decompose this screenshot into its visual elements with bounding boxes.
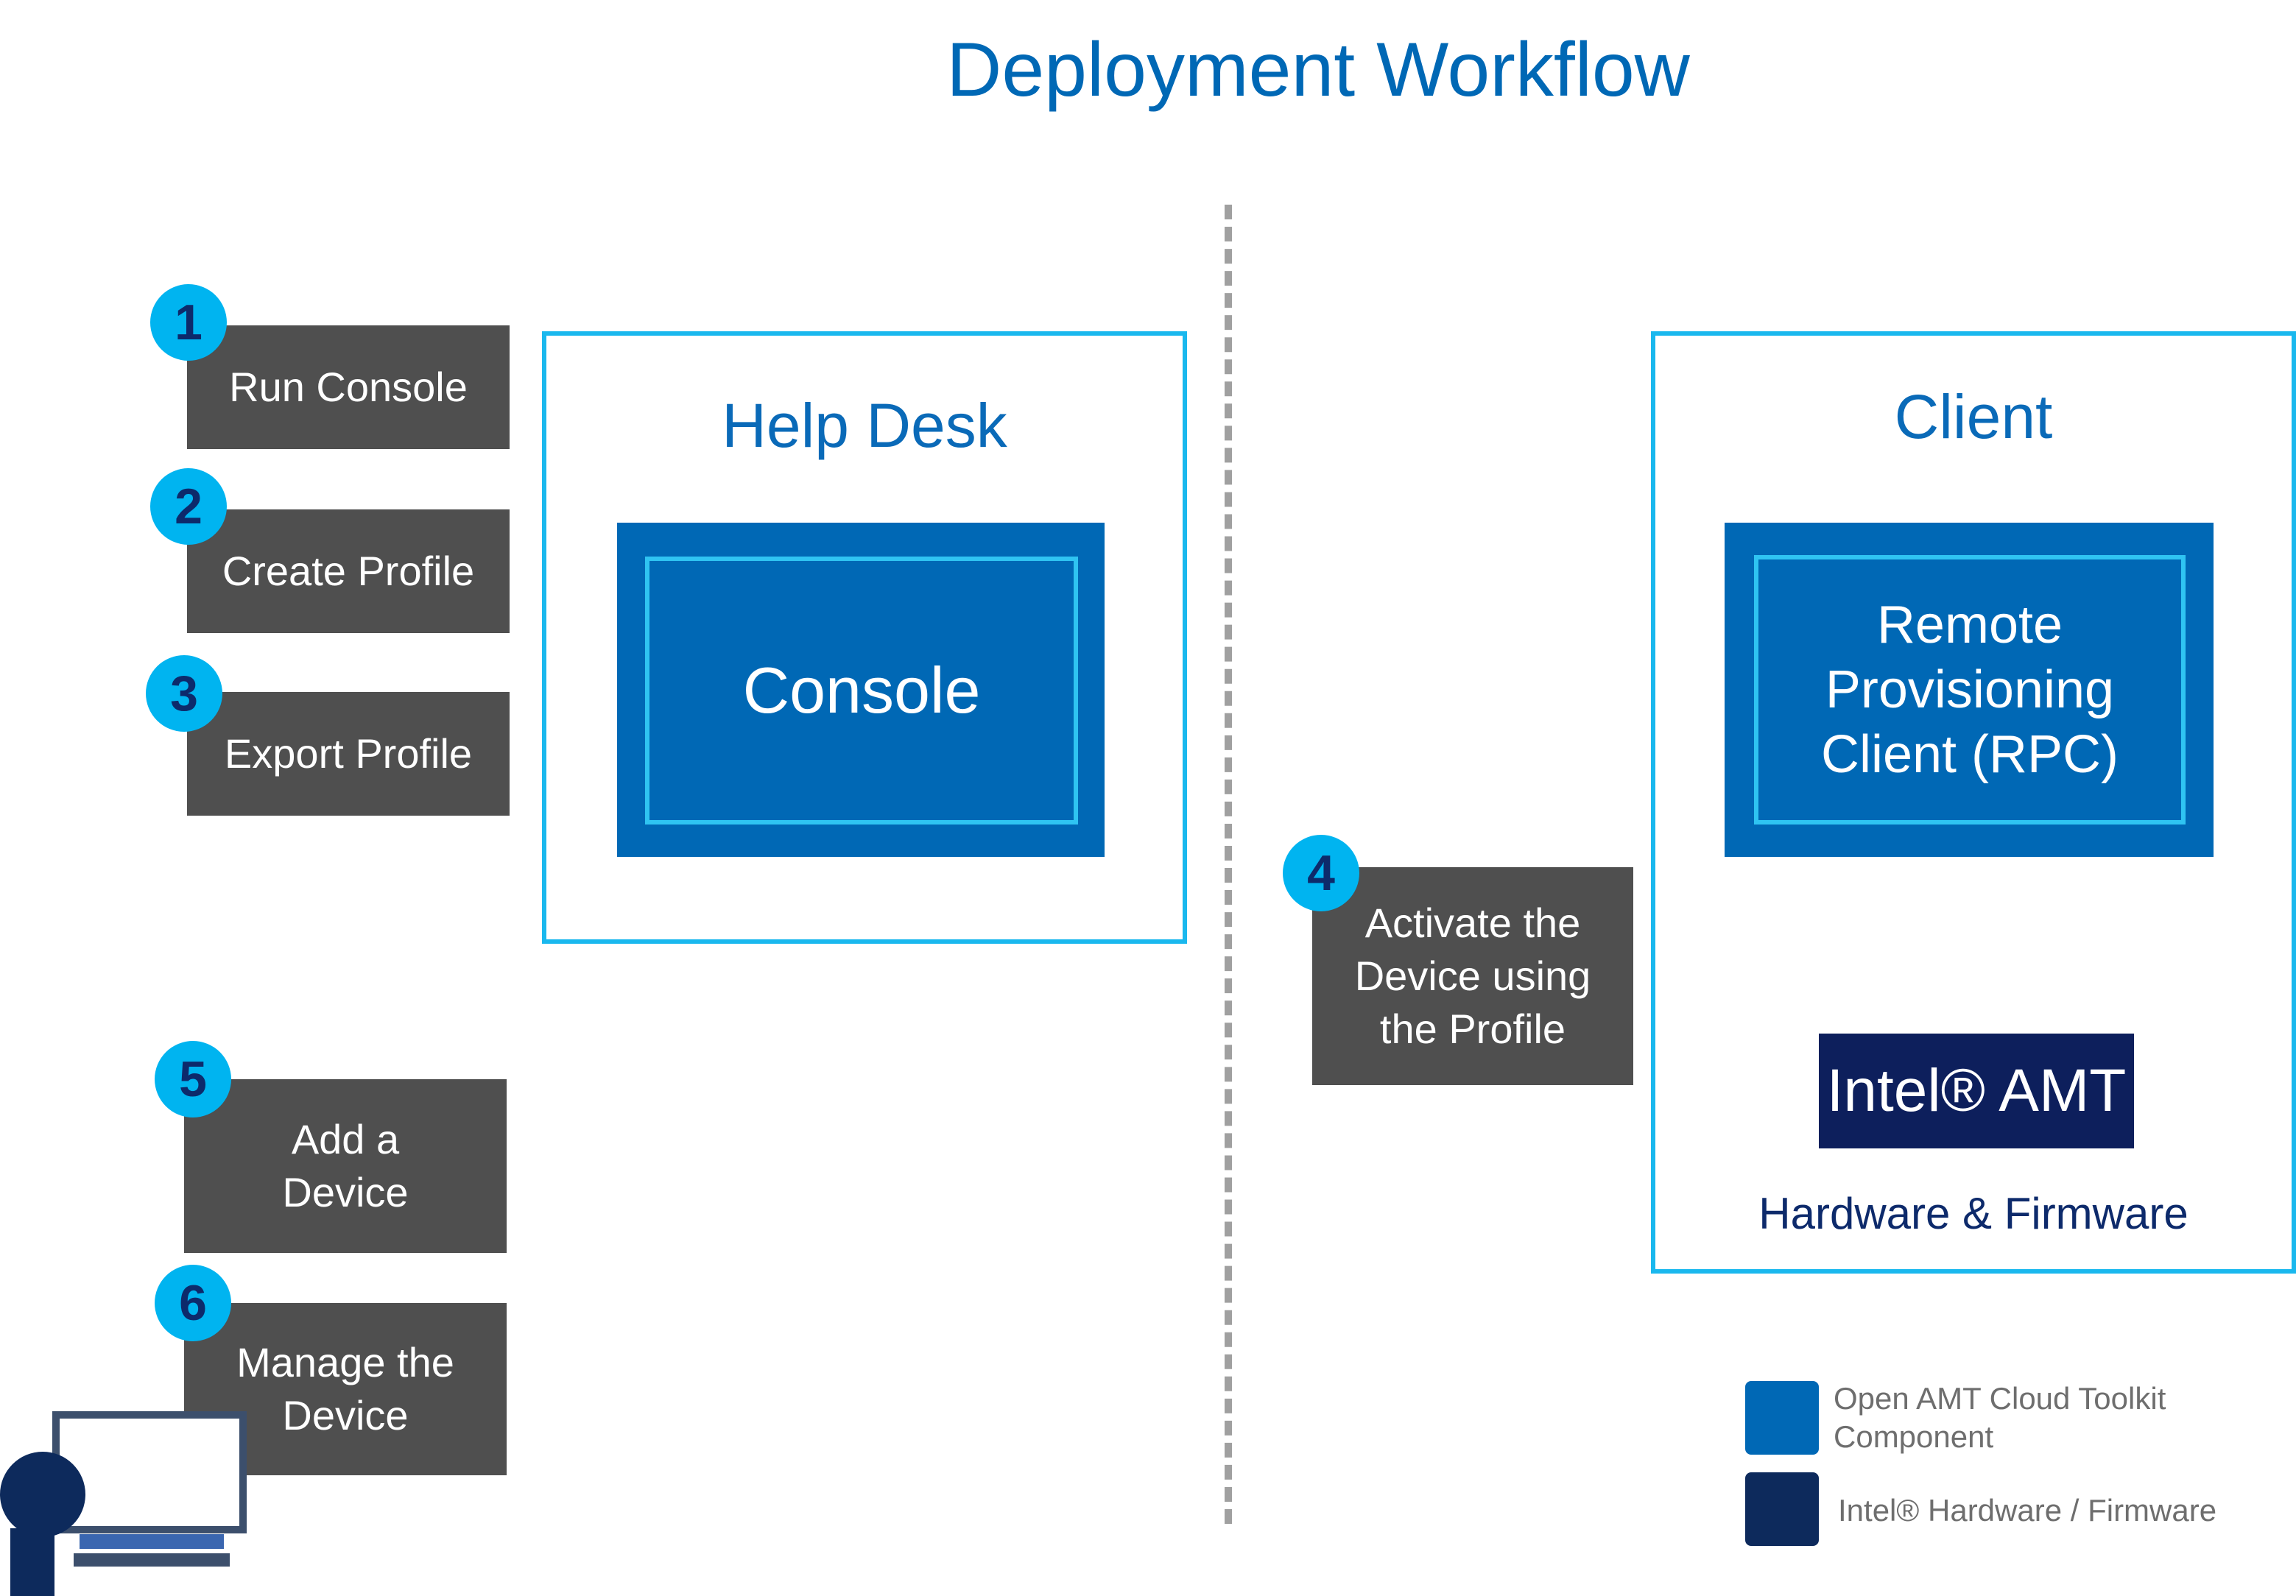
step-badge-6: 6 bbox=[155, 1265, 231, 1341]
rpc-component bbox=[1725, 523, 2214, 857]
dashed-divider bbox=[1225, 205, 1232, 1524]
diagram-title: Deployment Workflow bbox=[946, 27, 1690, 113]
step-box-export-profile: Export Profile bbox=[187, 692, 510, 816]
step-badge-5: 5 bbox=[155, 1041, 231, 1117]
legend-label-toolkit: Open AMT Cloud Toolkit Component bbox=[1834, 1381, 2166, 1454]
client-title: Client bbox=[1894, 382, 2053, 451]
console-label: Console bbox=[645, 557, 1078, 825]
step-badge-4: 4 bbox=[1283, 835, 1359, 911]
user-computer-icon bbox=[0, 1411, 247, 1596]
step-badge-2: 2 bbox=[150, 468, 227, 545]
legend-swatch-toolkit bbox=[1745, 1381, 1819, 1455]
step-badge-1: 1 bbox=[150, 284, 227, 361]
legend-swatch-intel bbox=[1745, 1472, 1819, 1546]
client-frame bbox=[1651, 331, 2296, 1274]
help-desk-title: Help Desk bbox=[722, 391, 1007, 460]
intel-amt-box: Intel® AMT bbox=[1819, 1034, 2134, 1148]
rpc-label: Remote Provisioning Client (RPC) bbox=[1754, 555, 2186, 825]
step-box-create-profile: Create Profile bbox=[187, 509, 510, 633]
legend-label-intel: Intel® Hardware / Firmware bbox=[1838, 1493, 2217, 1528]
help-desk-frame bbox=[542, 331, 1187, 944]
step-box-add-device: Add a Device bbox=[184, 1079, 507, 1253]
step-box-run-console: Run Console bbox=[187, 325, 510, 449]
console-component bbox=[617, 523, 1105, 857]
step-box-activate-device: Activate the Device using the Profile bbox=[1312, 867, 1633, 1085]
step-badge-3: 3 bbox=[146, 655, 222, 732]
hardware-firmware-label: Hardware & Firmware bbox=[1758, 1189, 2188, 1238]
